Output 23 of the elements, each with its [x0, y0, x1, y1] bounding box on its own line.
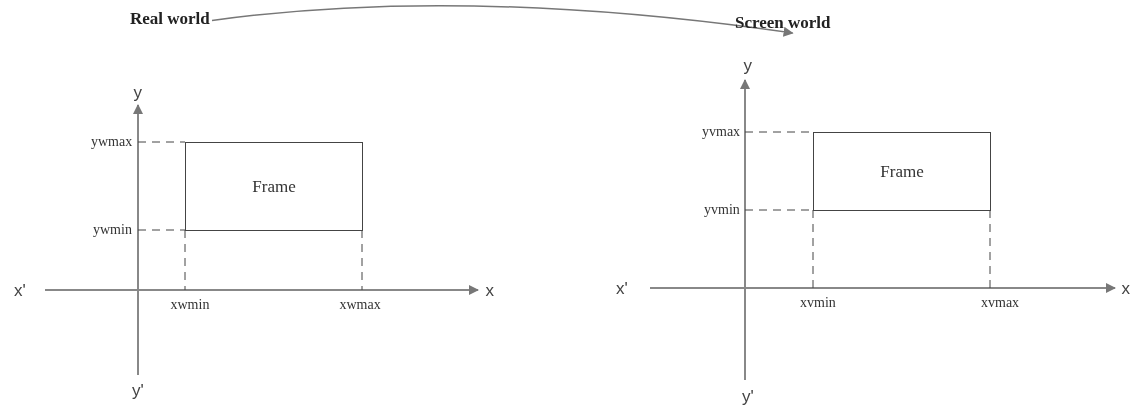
axis-label: y': [132, 382, 144, 399]
frame-rectangle: [813, 132, 991, 211]
tick-label: xwmin: [170, 298, 210, 312]
tick-label: xvmax: [981, 296, 1020, 310]
axis-label: y: [743, 57, 752, 74]
axis-label: x: [485, 282, 494, 299]
axis-label: x': [616, 280, 628, 297]
frame-label: Frame: [252, 176, 296, 197]
axis-label: x': [14, 282, 26, 299]
frame-label: Frame: [880, 161, 924, 182]
tick-label: yvmin: [704, 203, 740, 217]
axis-label: y: [133, 84, 142, 101]
tick-label: ywmax: [91, 135, 133, 149]
tick-label: xwmax: [339, 298, 381, 312]
tick-label: yvmax: [702, 125, 741, 139]
panel-heading: Real world: [130, 10, 210, 27]
axis-label: y': [742, 388, 754, 405]
axis-label: x: [1121, 280, 1130, 297]
frame-rectangle: [185, 142, 363, 231]
tick-label: xvmin: [800, 296, 836, 310]
tick-label: ywmin: [93, 223, 132, 237]
curved-arrow: [211, 4, 794, 37]
panel-heading: Screen world: [735, 14, 831, 31]
